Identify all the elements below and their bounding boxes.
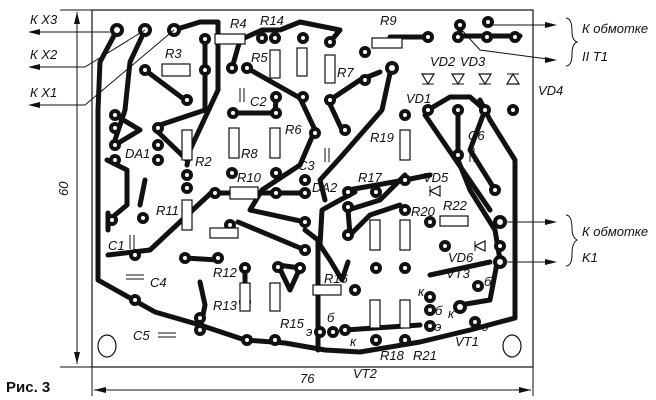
label-c3: C3: [298, 158, 315, 173]
label-r10: R10: [237, 170, 262, 185]
label-r20: R20: [411, 204, 436, 219]
pin-mark-vt1-emitter: э: [435, 319, 441, 334]
label-r14: R14: [260, 13, 284, 28]
label-c4: C4: [150, 275, 167, 290]
label-to-x1: К X1: [30, 85, 57, 100]
label-r8: R8: [241, 146, 258, 161]
label-r6: R6: [285, 122, 302, 137]
label-r9: R9: [380, 13, 397, 28]
label-vt1: VT1: [455, 334, 479, 349]
label-vd4: VD4: [538, 83, 563, 98]
label-vd1: VD1: [406, 91, 431, 106]
label-c1: C1: [108, 238, 125, 253]
pin-mark-vt1-collector: к: [448, 306, 455, 321]
pin-mark-vt2-base: б: [327, 310, 335, 325]
connection-arrows: [28, 17, 579, 267]
label-vd2: VD2: [430, 54, 456, 69]
component-labels: R4 R14 R9 R3 R5 R7 C2 R6 R8 R2 DA1 C3 DA…: [108, 13, 563, 381]
label-c6: C6: [468, 128, 485, 143]
dimension-height-label: 60: [56, 181, 71, 196]
label-r17: R17: [358, 170, 383, 185]
label-da1: DA1: [125, 146, 150, 161]
dimension-width-label: 76: [300, 371, 315, 386]
dimension-width: 76: [91, 367, 534, 396]
label-da2: DA2: [312, 180, 338, 195]
label-winding-k1-line1: К обмотке: [582, 224, 648, 239]
pin-mark-vt1-base: б: [435, 303, 443, 318]
label-r7: R7: [337, 65, 354, 80]
board-outline: [91, 9, 534, 368]
label-vt3: VT3: [446, 266, 471, 281]
label-vd6: VD6: [448, 250, 474, 265]
label-to-x3: К X3: [30, 12, 58, 27]
mounting-hole-left: [97, 334, 117, 358]
label-vt2: VT2: [353, 366, 378, 381]
label-vd3: VD3: [460, 54, 486, 69]
component-bodies: [126, 33, 521, 338]
figure-caption: Рис. 3: [6, 379, 50, 396]
label-winding-t1-line1: К обмотке: [582, 21, 648, 36]
label-c5: C5: [133, 328, 150, 343]
label-r13: R13: [213, 298, 238, 313]
label-r19: R19: [370, 130, 394, 145]
label-r2: R2: [195, 154, 212, 169]
label-r21: R21: [413, 348, 437, 363]
label-r18: R18: [380, 348, 405, 363]
pin-mark-vt2-collector: к: [350, 334, 357, 349]
label-r22: R22: [443, 198, 468, 213]
transistor-pin-marks: б к б к э б к э э: [306, 274, 492, 349]
pin-mark-vt3-collector: к: [418, 284, 425, 299]
solder-pads: [106, 16, 521, 346]
pin-mark-vt3-base: б: [484, 274, 492, 289]
pin-mark-vt1-emitter-2: э: [482, 319, 488, 334]
label-r16: R16: [324, 271, 349, 286]
label-r5: R5: [251, 50, 268, 65]
pin-mark-vt2-emitter: э: [306, 324, 312, 339]
label-winding-k1-line2: K1: [582, 250, 598, 265]
label-r12: R12: [213, 265, 238, 280]
label-c2: C2: [250, 94, 267, 109]
label-vd5: VD5: [423, 170, 449, 185]
label-r4: R4: [230, 16, 247, 31]
label-r11: R11: [156, 203, 179, 218]
label-winding-t1-line2: II T1: [582, 49, 608, 64]
dimension-height: 60: [56, 9, 92, 368]
mounting-hole-right: [502, 334, 522, 358]
label-r3: R3: [165, 46, 182, 61]
label-r15: R15: [280, 316, 305, 331]
label-to-x2: К X2: [30, 47, 58, 62]
